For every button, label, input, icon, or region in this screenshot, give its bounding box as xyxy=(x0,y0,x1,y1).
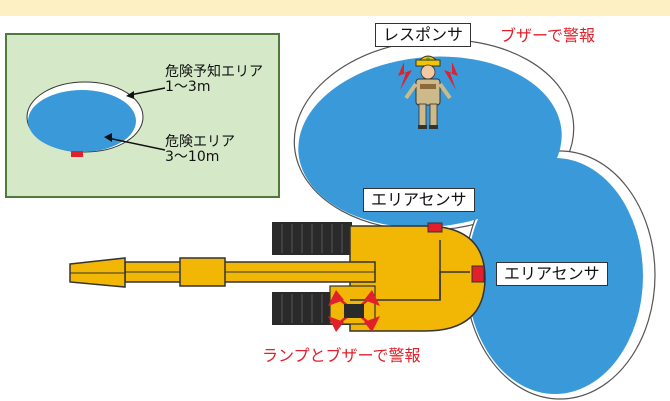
legend-danger-zone xyxy=(28,90,136,152)
danger-zone-top xyxy=(298,56,562,228)
excavator-icon xyxy=(69,222,486,332)
legend-danger-name: 危険エリア xyxy=(165,134,235,150)
legend-warning-name: 危険予知エリア xyxy=(165,64,263,80)
upper-body xyxy=(349,225,486,332)
worker-icon: + xyxy=(404,55,452,129)
area-sensor-right-label: エリアセンサ xyxy=(496,262,608,286)
sensor-icon-right xyxy=(471,265,485,283)
legend-danger-range: 3〜10m xyxy=(165,149,220,165)
responder-label: レスポンサ xyxy=(375,23,472,47)
legend-danger-label: 危険エリア 3〜10m xyxy=(165,135,235,165)
legend-panel xyxy=(5,33,280,198)
machine-alarm-label: ランプとブザーで警報 xyxy=(262,346,421,365)
legend-sensor-marker xyxy=(71,151,83,157)
responder-alarm-label: ブザーで警報 xyxy=(500,26,596,45)
legend-warning-label: 危険予知エリア 1〜3m xyxy=(165,65,263,95)
svg-text:+: + xyxy=(425,55,431,63)
detection-zones xyxy=(293,38,656,400)
legend-warning-range: 1〜3m xyxy=(165,79,211,95)
lamp-icon xyxy=(328,290,380,332)
buzzer-wave-icon xyxy=(398,62,458,90)
sensor-icon xyxy=(427,222,443,233)
area-sensor-top-label: エリアセンサ xyxy=(363,188,475,212)
top-band xyxy=(0,0,670,16)
arm-joint xyxy=(179,257,226,287)
